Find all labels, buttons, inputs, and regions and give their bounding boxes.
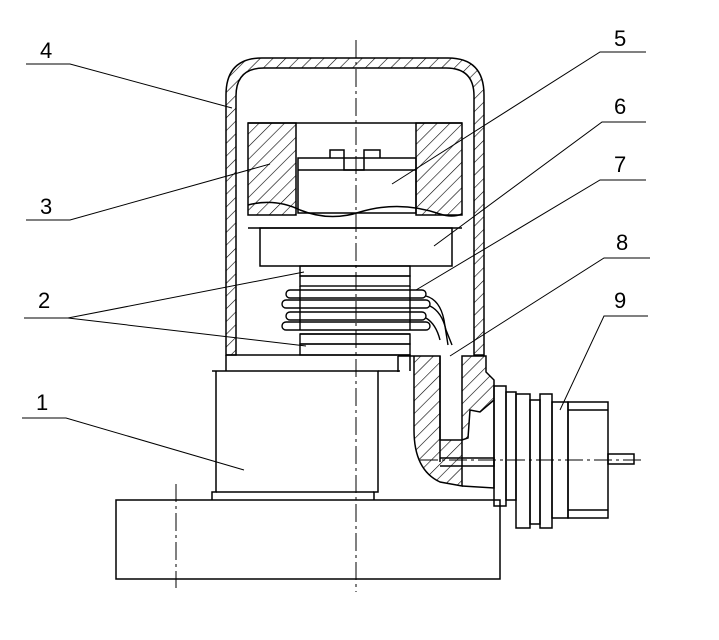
magnet-ring: [247, 122, 463, 216]
base-body-left: [211, 371, 217, 500]
leader-lines: [22, 51, 650, 471]
base-body-right: [216, 370, 379, 500]
callout-numbers: 4 3 2 1 5 6 7 8 9: [36, 26, 628, 415]
callout-5: 5: [614, 26, 626, 51]
break-line: [247, 201, 463, 218]
leader-3: [26, 163, 271, 221]
center-lines: [175, 40, 645, 592]
leader-7: [415, 179, 646, 291]
base-housing: [115, 354, 501, 580]
leader-8: [449, 257, 650, 357]
callout-3: 3: [40, 194, 52, 219]
leader-1: [22, 417, 245, 471]
callout-7: 7: [614, 152, 626, 177]
leader-5: [391, 51, 646, 185]
leader-4: [26, 63, 233, 109]
callout-1: 1: [36, 390, 48, 415]
inner-block: [247, 149, 463, 218]
shifter-plate: [248, 227, 462, 267]
leader-9: [559, 315, 648, 411]
base-plate: [115, 499, 501, 580]
callout-4: 4: [40, 38, 52, 63]
callout-8: 8: [616, 230, 628, 255]
leader-6: [433, 121, 646, 247]
side-outlet: [397, 355, 495, 489]
callout-6: 6: [614, 94, 626, 119]
screw-right: [363, 149, 381, 158]
spring-stack: [281, 265, 453, 356]
magnet-left: [247, 122, 297, 216]
base-shoulder: [226, 354, 411, 371]
callout-2: 2: [38, 288, 50, 313]
leader-2b: [67, 317, 307, 347]
cover-shell: [225, 57, 485, 356]
magnet-right: [415, 122, 463, 216]
inner-block-body: [297, 157, 417, 214]
pin-rod: [440, 457, 495, 467]
outlet-wall-right: [461, 355, 495, 442]
cover-wall: [225, 57, 485, 356]
leader-2a: [24, 271, 305, 319]
connector-pin: [607, 453, 635, 465]
screw-left: [329, 149, 345, 158]
callout-9: 9: [614, 288, 626, 313]
